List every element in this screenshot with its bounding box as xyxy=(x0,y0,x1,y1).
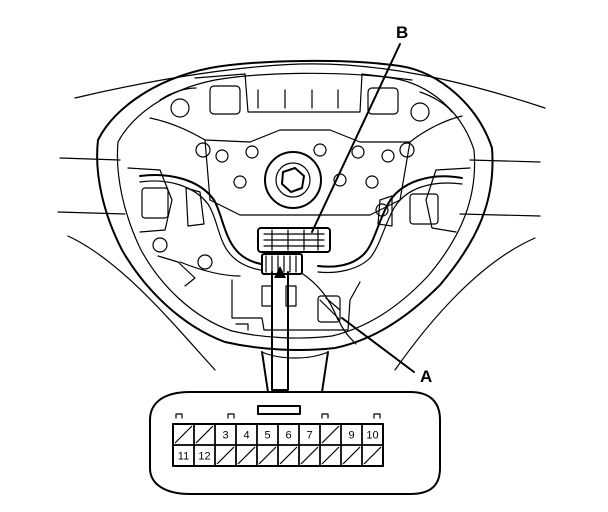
callout-label-a: A xyxy=(420,367,432,386)
unused-pin-mark xyxy=(321,425,340,444)
airbag-top-module xyxy=(159,73,453,115)
unused-pin-mark xyxy=(237,446,256,465)
unused-pin-mark xyxy=(216,446,235,465)
left-side-bracket xyxy=(127,167,205,287)
pin-number-label: 5 xyxy=(264,430,270,442)
pin-number-label: 4 xyxy=(243,430,249,442)
pin-number-label: 7 xyxy=(306,430,312,442)
pin-cell xyxy=(361,444,384,467)
center-nut xyxy=(264,151,322,209)
callout-leaders xyxy=(271,43,415,391)
unused-pin-mark xyxy=(174,425,193,444)
wheel-hub-outline xyxy=(96,59,494,351)
pin-number-label: 3 xyxy=(222,430,228,442)
steering-wheel-rim xyxy=(57,63,546,371)
unused-pin-mark xyxy=(321,446,340,465)
pin-number-label: 11 xyxy=(178,451,189,463)
pin-cells: 3 4 5 6 7 9 10 11 12 xyxy=(172,423,384,467)
pin-number-label: 12 xyxy=(198,451,210,463)
wiring-harness xyxy=(139,174,463,321)
pin-number-label: 9 xyxy=(348,430,354,442)
callout-label-b: B xyxy=(396,23,408,42)
unused-pin-mark xyxy=(195,425,214,444)
steering-column xyxy=(261,351,329,393)
connector-leader xyxy=(271,271,289,391)
pin-number-label: 10 xyxy=(366,430,378,442)
unused-pin-mark xyxy=(279,446,298,465)
connector-b-housing xyxy=(257,227,331,275)
bolt-plate xyxy=(149,98,463,216)
connector-leader-arrow xyxy=(274,266,286,278)
unused-pin-mark xyxy=(258,446,277,465)
unused-pin-mark xyxy=(300,446,319,465)
connector-face: 3 4 5 6 7 9 10 11 12 xyxy=(149,391,441,495)
unused-pin-mark xyxy=(342,446,361,465)
pin-number-label: 6 xyxy=(285,430,291,442)
unused-pin-mark xyxy=(363,446,382,465)
